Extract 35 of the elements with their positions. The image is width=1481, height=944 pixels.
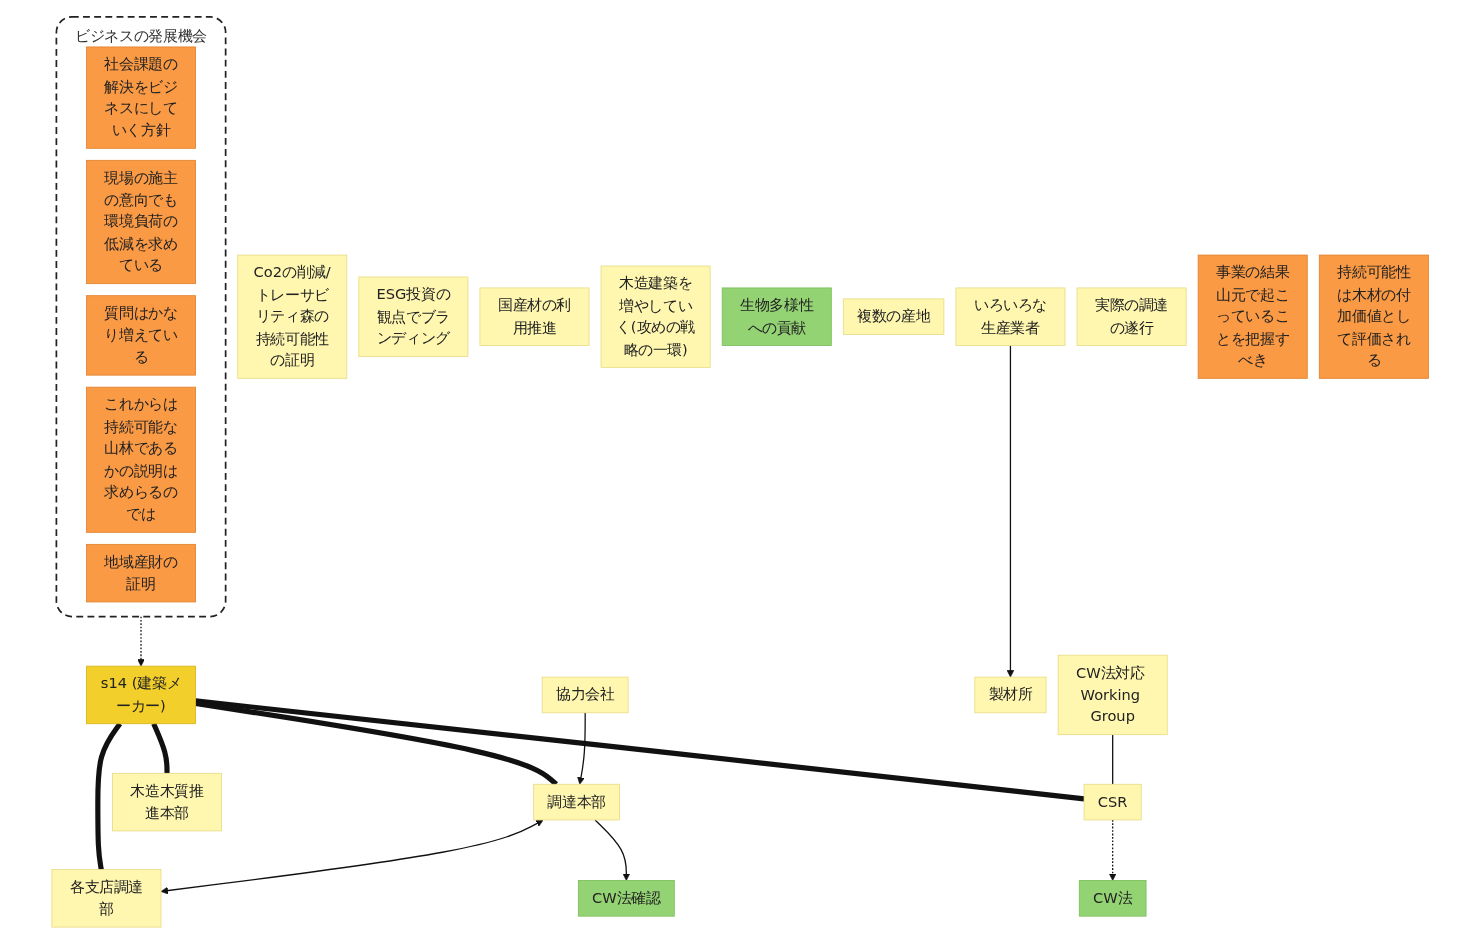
connector — [151, 722, 170, 774]
node-box: s14 (建築メーカー) — [86, 665, 197, 725]
node-box: 複数の産地 — [843, 298, 945, 335]
node-box: CW法対応 Working Group — [1058, 654, 1168, 736]
node-box: CSR — [1084, 783, 1143, 821]
node-box: 社会課題の解決をビジネスにしていく方針 — [86, 46, 197, 149]
node-box: ESG投資の観点でブランディング — [358, 276, 469, 357]
node-box: 現場の施主の意向でも環境負荷の低減を求めている — [86, 159, 197, 285]
connector — [195, 698, 1085, 802]
connector — [1112, 734, 1114, 785]
arrow — [137, 615, 146, 667]
node-box: 協力会社 — [542, 676, 629, 714]
node-box: 調達本部 — [533, 783, 621, 821]
arrow — [594, 819, 631, 881]
node-box: 事業の結果山元で起こっていることを把握すべき — [1198, 254, 1309, 379]
node-box: 国産材の利用推進 — [479, 287, 590, 346]
node-box: いろいろな生産業者 — [955, 287, 1066, 346]
connector — [95, 722, 123, 870]
node-box: CW法 — [1079, 880, 1147, 917]
node-box: 各支店調達部 — [51, 869, 162, 928]
node-box: 実際の調達の遂行 — [1076, 287, 1187, 346]
node-box: 質問はかなり増えている — [86, 295, 197, 376]
node-box: 木造建築を増やしていく(攻めの戦略の一環) — [601, 265, 711, 368]
node-box: 地域産財の証明 — [86, 543, 197, 603]
node-box: 生物多様性への貢献 — [722, 287, 833, 346]
node-box: 木造木質推進本部 — [112, 772, 223, 832]
node-box: CW法確認 — [578, 880, 676, 917]
node-box: 持続可能性は木材の付加価値として評価される — [1319, 254, 1430, 379]
node-box: 製材所 — [974, 676, 1047, 714]
arrow — [1109, 819, 1117, 881]
arrow — [577, 712, 587, 785]
node-box: Co2の削減/トレーサビリティ森の持続可能性の証明 — [237, 254, 348, 379]
arrow — [1007, 344, 1015, 678]
node-box: これからは持続可能な山林であるかの説明は求めらるのでは — [86, 386, 197, 533]
arrow — [161, 819, 544, 895]
